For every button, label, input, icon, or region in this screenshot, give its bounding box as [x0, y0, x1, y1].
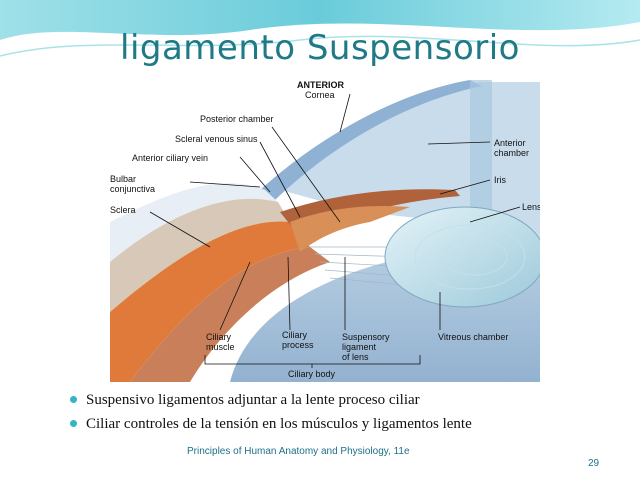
- bullet-list: Suspensivo ligamentos adjuntar a la lent…: [70, 388, 630, 436]
- cornea-section: [470, 80, 492, 240]
- footer-source: Principles of Human Anatomy and Physiolo…: [187, 446, 410, 457]
- label-suspensory-ligament: Suspensory: [342, 332, 390, 342]
- bullet-text: Suspensivo ligamentos adjuntar a la lent…: [86, 392, 420, 408]
- conjunctiva-shape: [110, 183, 278, 262]
- header-wave-decoration: [0, 0, 640, 57]
- cornea-shape: [260, 80, 482, 200]
- leader-lines: [149, 93, 521, 368]
- label-cornea: Cornea: [305, 90, 335, 100]
- label-anterior-chamber: chamber: [494, 148, 529, 158]
- bullet-item: Suspensivo ligamentos adjuntar a la lent…: [70, 388, 630, 412]
- bullet-item: Ciliar controles de la tensión en los mú…: [70, 412, 630, 436]
- eye-anatomy-figure: ANTERIOR Cornea Posterior chamber Sclera…: [110, 72, 540, 382]
- label-iris: Iris: [494, 175, 506, 185]
- label-bulbar-conjunctiva: Bulbar: [110, 174, 136, 184]
- choroid-shape: [130, 247, 330, 382]
- slide-title: ligamento Suspensorio: [120, 28, 520, 68]
- label-anterior-ciliary-vein: Anterior ciliary vein: [132, 153, 208, 163]
- label-vitreous-chamber: Vitreous chamber: [438, 332, 508, 342]
- bullet-dot-icon: [70, 396, 77, 403]
- label-suspensory-ligament: of lens: [342, 352, 369, 362]
- lens-shape: [384, 206, 540, 308]
- label-ciliary-muscle: Ciliary: [206, 332, 232, 342]
- lens-ring: [414, 224, 526, 290]
- label-suspensory-ligament: ligament: [342, 342, 377, 352]
- label-lens: Lens: [522, 202, 540, 212]
- label-ciliary-process: process: [282, 340, 314, 350]
- bullet-dot-icon: [70, 420, 77, 427]
- slide-number: 29: [588, 458, 600, 469]
- label-ciliary-process: Ciliary: [282, 330, 308, 340]
- ciliary-process-shape: [290, 205, 410, 252]
- sclera-shape: [110, 198, 290, 312]
- label-anterior: ANTERIOR: [297, 80, 345, 90]
- label-ciliary-muscle: muscle: [206, 342, 235, 352]
- label-scleral-venous-sinus: Scleral venous sinus: [175, 134, 258, 144]
- label-bulbar-conjunctiva: conjunctiva: [110, 184, 155, 194]
- lens-ring: [442, 238, 508, 276]
- ciliary-muscle-shape: [110, 221, 310, 382]
- label-ciliary-body: Ciliary body: [288, 369, 336, 379]
- bullet-text: Ciliar controles de la tensión en los mú…: [86, 416, 472, 432]
- label-sclera: Sclera: [110, 205, 136, 215]
- label-anterior-chamber: Anterior: [494, 138, 526, 148]
- label-posterior-chamber: Posterior chamber: [200, 114, 274, 124]
